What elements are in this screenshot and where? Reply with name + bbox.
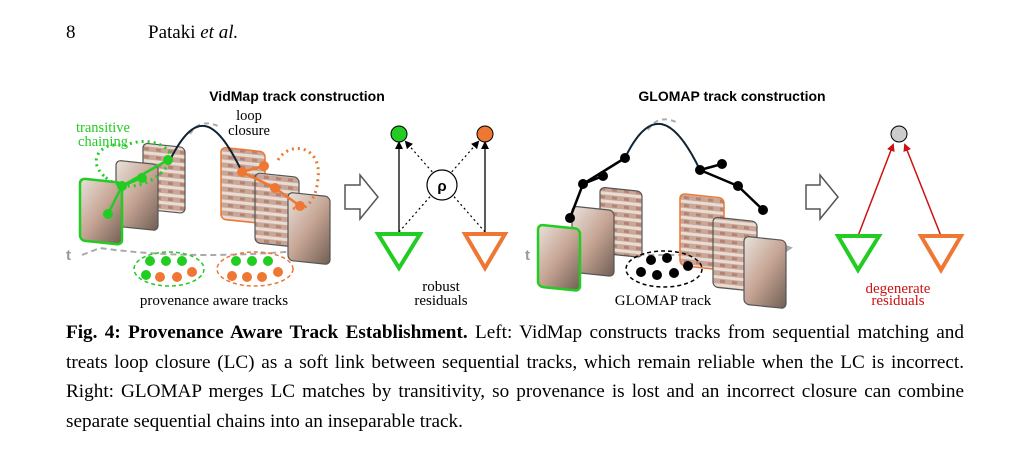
green-track	[103, 155, 173, 219]
caption-text: Left: VidMap constructs tracks from sequ…	[66, 322, 964, 432]
degenerate-label-1: degenerate	[866, 281, 931, 297]
provenance-label: provenance aware tracks	[140, 293, 288, 309]
loop-closure-label-2: closure	[228, 123, 270, 139]
orange-track	[237, 161, 305, 211]
flow-arrow-left	[344, 172, 379, 222]
vidmap-diagram: t	[66, 108, 331, 309]
right-panel-title: GLOMAP track construction	[638, 88, 825, 104]
time-label-left: t	[66, 247, 71, 264]
degenerate-residual-diagram: degenerate residuals	[834, 125, 965, 309]
transitive-label-1: transitive	[76, 120, 130, 136]
frame-stack-left	[78, 142, 331, 265]
degenerate-label-2: residuals	[871, 293, 924, 309]
track-point	[117, 181, 127, 191]
track-point	[733, 181, 743, 191]
track-point	[695, 165, 705, 175]
track-point	[163, 155, 173, 165]
robust-label-2: residuals	[414, 293, 467, 309]
glomap-diagram: t	[525, 118, 793, 309]
track-point	[295, 201, 305, 211]
robust-residual-diagram: ρ robust residuals	[374, 125, 509, 309]
left-panel-title: VidMap track construction	[209, 88, 385, 104]
transitive-chain-region	[94, 140, 173, 188]
green-3d-point	[390, 125, 408, 143]
green-camera	[374, 232, 424, 272]
author-et-al: et al.	[200, 22, 239, 43]
loop-closure-curve	[624, 122, 701, 171]
track-point	[259, 161, 269, 171]
rho-label: ρ	[437, 178, 446, 195]
track-point	[717, 159, 727, 169]
page-header: 8 Pataki et al.	[66, 22, 238, 44]
track-point	[270, 183, 280, 193]
image-frame	[743, 236, 787, 309]
page-number: 8	[66, 22, 76, 43]
camera-path-dashed	[647, 118, 677, 131]
provenance-tracks-legend	[133, 251, 294, 287]
image-frame-current	[78, 177, 124, 246]
merged-track	[565, 153, 768, 223]
track-point	[237, 167, 247, 177]
figure-4: VidMap track construction GLOMAP track c…	[66, 88, 965, 309]
caption-label: Fig. 4: Provenance Aware Track Establish…	[66, 322, 468, 343]
orange-3d-point	[476, 125, 494, 143]
camera-path-dashed	[189, 122, 219, 135]
glomap-track-label: GLOMAP track	[615, 293, 712, 309]
frame-stack-right	[536, 186, 787, 309]
orange-camera	[917, 234, 965, 274]
figure-caption: Fig. 4: Provenance Aware Track Establish…	[66, 318, 964, 436]
merged-3d-point	[890, 125, 908, 143]
track-point	[620, 153, 630, 163]
loop-closure-label-1: loop	[236, 108, 262, 124]
loop-closure-curve	[169, 124, 243, 173]
rho-node	[426, 169, 458, 201]
orange-camera	[461, 232, 509, 272]
glomap-track-legend	[625, 250, 703, 288]
track-point	[565, 213, 575, 223]
track-point	[103, 209, 113, 219]
flow-arrow-right	[805, 172, 839, 222]
time-label-right: t	[525, 247, 530, 264]
track-point	[758, 205, 768, 215]
author-name: Pataki	[148, 22, 196, 43]
track-point	[137, 173, 147, 183]
track-point	[578, 179, 588, 189]
robust-label-1: robust	[422, 279, 460, 295]
transitive-label-2: chaining	[78, 134, 128, 150]
track-point	[598, 171, 608, 181]
green-camera	[834, 234, 883, 274]
image-frame-current	[536, 223, 582, 292]
